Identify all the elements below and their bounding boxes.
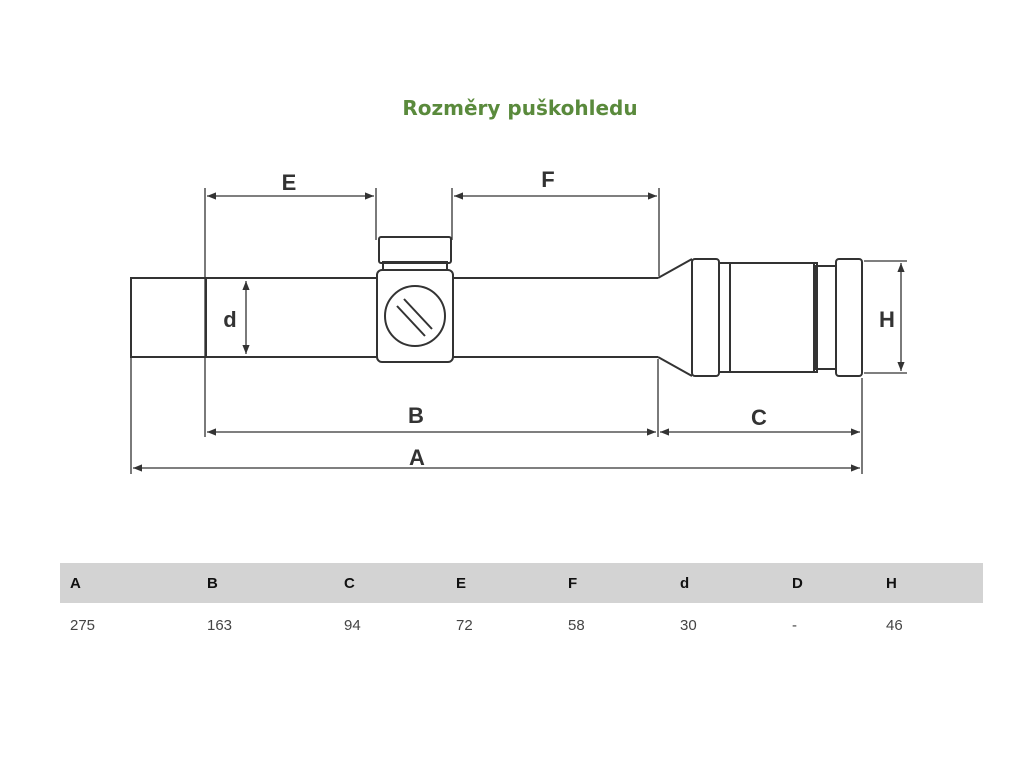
parallax-knob: [384, 285, 446, 347]
table-header-cell: E: [456, 574, 467, 592]
table-cell: 30: [680, 616, 697, 634]
table-cell: 163: [207, 616, 233, 634]
main-tube-front: [206, 277, 378, 358]
scope-dimension-diagram: E F d H B C A: [130, 167, 907, 474]
knob-slot: [396, 298, 433, 337]
page-title: Rozměry puškohledu: [402, 96, 638, 120]
table-header-cell: d: [680, 574, 690, 592]
power-ring: [691, 258, 720, 377]
turret-cap: [378, 236, 452, 264]
label-e: E: [282, 170, 297, 195]
label-f: F: [541, 167, 554, 192]
table-cell: 94: [344, 616, 361, 634]
objective-bell: [130, 277, 207, 358]
label-h: H: [879, 307, 895, 332]
table-header-cell: F: [568, 574, 578, 592]
main-tube-rear: [453, 277, 658, 358]
ocular-lens: [835, 258, 863, 377]
table-cell: 58: [568, 616, 585, 634]
eyepiece-body: [718, 262, 818, 373]
table-header-cell: C: [344, 574, 355, 592]
dimension-lines: [130, 188, 907, 474]
table-header-cell: D: [792, 574, 803, 592]
label-b: B: [408, 403, 424, 428]
table-cell: 72: [456, 616, 473, 634]
dimensions-table: A B C E F d D H 275 163 94 72 58 30 - 46: [60, 563, 983, 647]
table-cell: 275: [70, 616, 96, 634]
scope-outline: [130, 236, 863, 377]
table-cell: 46: [886, 616, 903, 634]
table-header-row: A B C E F d D H: [60, 563, 983, 603]
dimension-labels: E F d H B C A: [223, 167, 895, 470]
eyepiece-grip: [729, 262, 815, 373]
label-a: A: [409, 445, 425, 470]
table-header-cell: B: [207, 574, 218, 592]
eyepiece-taper: [657, 258, 693, 377]
label-c: C: [751, 405, 767, 430]
ocular-ring: [815, 265, 837, 370]
table-header-cell: H: [886, 574, 897, 592]
label-d: d: [223, 307, 236, 332]
table-cell: -: [792, 616, 797, 634]
turret-housing: [376, 269, 454, 363]
table-row: 275 163 94 72 58 30 - 46: [60, 603, 983, 647]
table-header-cell: A: [70, 574, 81, 592]
